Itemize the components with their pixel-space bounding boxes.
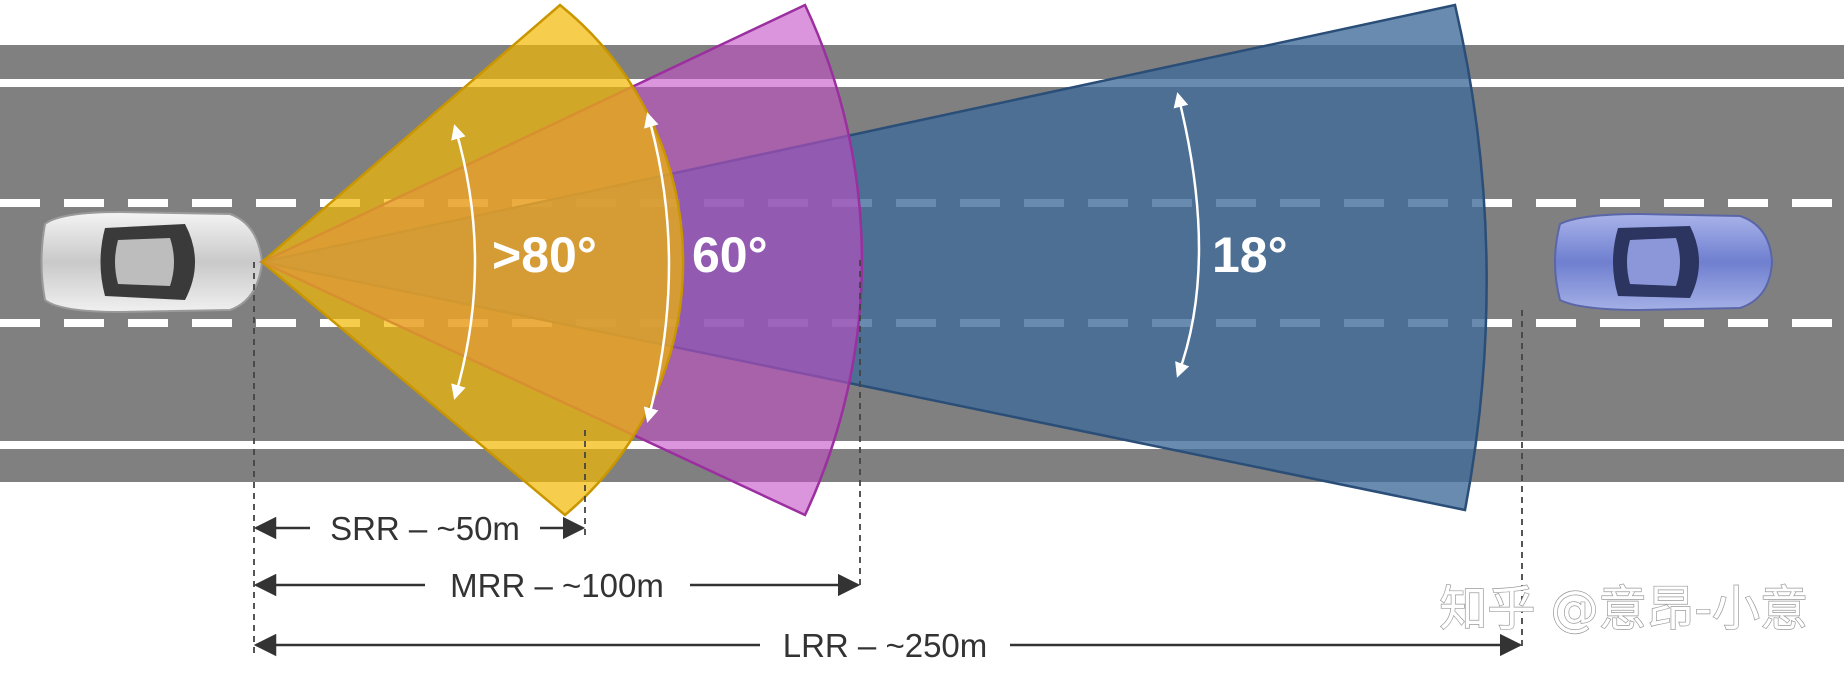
road-edge-top xyxy=(0,79,1844,87)
srr-fov-label: >80° xyxy=(492,227,597,283)
lrr-fov-label: 18° xyxy=(1212,227,1288,283)
lrr-range-label: LRR – ~250m xyxy=(783,627,988,664)
mrr-angle-arc xyxy=(643,112,671,423)
ego-vehicle-roof xyxy=(115,238,174,286)
range-guides xyxy=(253,260,1523,655)
target-vehicle xyxy=(1554,212,1774,312)
watermark-text: 知乎 @意昂-小意 xyxy=(1439,581,1808,637)
target-vehicle-roof xyxy=(1627,238,1680,286)
range-dimensions xyxy=(253,516,1523,657)
srr-angle-arc xyxy=(451,124,477,400)
lrr-angle-arc xyxy=(1173,92,1201,378)
mrr-fov-label: 60° xyxy=(692,227,768,283)
ego-vehicle xyxy=(40,210,264,314)
srr-coverage-sector xyxy=(260,3,685,517)
road-edge-bottom xyxy=(0,441,1844,449)
mrr-range-label: MRR – ~100m xyxy=(450,567,664,604)
srr-range-label: SRR – ~50m xyxy=(330,510,520,547)
